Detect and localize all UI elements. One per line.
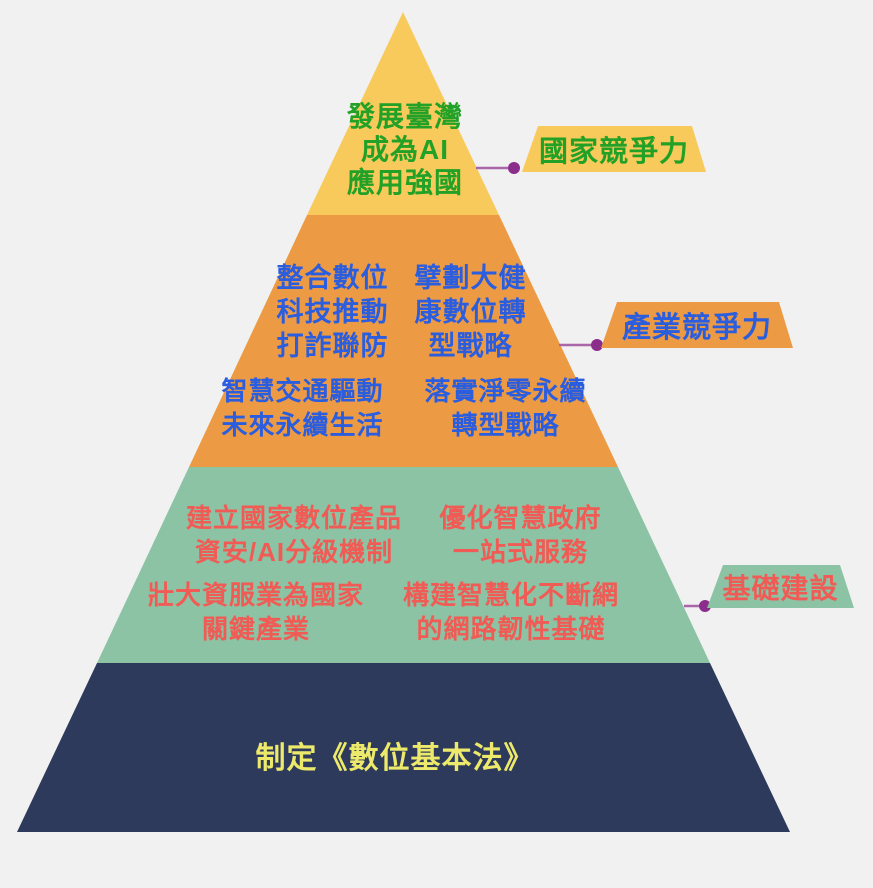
connector-dot-infrastructure (699, 600, 711, 612)
level-2-item-net-zero: 落實淨零永續 轉型戰略 (424, 376, 587, 440)
level-2-item-anti-fraud: 整合數位 科技推動 打詐聯防 (276, 263, 389, 361)
level-2-item-transport: 智慧交通驅動 未來永續生活 (221, 376, 384, 440)
badge-infrastructure: 基礎建設 (707, 565, 854, 608)
level-1-shape (307, 12, 499, 215)
badge-national-competitiveness: 國家競爭力 (522, 126, 706, 172)
level-1-goal-text: 發展臺灣 成為AI 應用強國 (346, 101, 463, 198)
level-4-goal-text: 制定《數位基本法》 (255, 742, 535, 775)
level-3-shape (97, 439, 710, 663)
level-3-item-smart-gov: 優化智慧政府 一站式服務 (439, 503, 602, 567)
level-4-shape (17, 631, 790, 832)
level-3-item-security-grading: 建立國家數位產品 資安/AI分級機制 (185, 503, 402, 567)
level-2-item-health: 擘劃大健 康數位轉 型戰略 (414, 263, 527, 361)
level-3-item-network-resilience: 構建智慧化不斷網 的網路韌性基礎 (402, 580, 619, 644)
level-2-shape (189, 191, 618, 467)
level-3-item-it-industry: 壯大資服業為國家 關鍵產業 (147, 580, 364, 644)
connector-dot-national (508, 162, 520, 174)
badge-industry-competitiveness: 產業競爭力 (601, 302, 793, 348)
connector-dot-industry (591, 339, 603, 351)
